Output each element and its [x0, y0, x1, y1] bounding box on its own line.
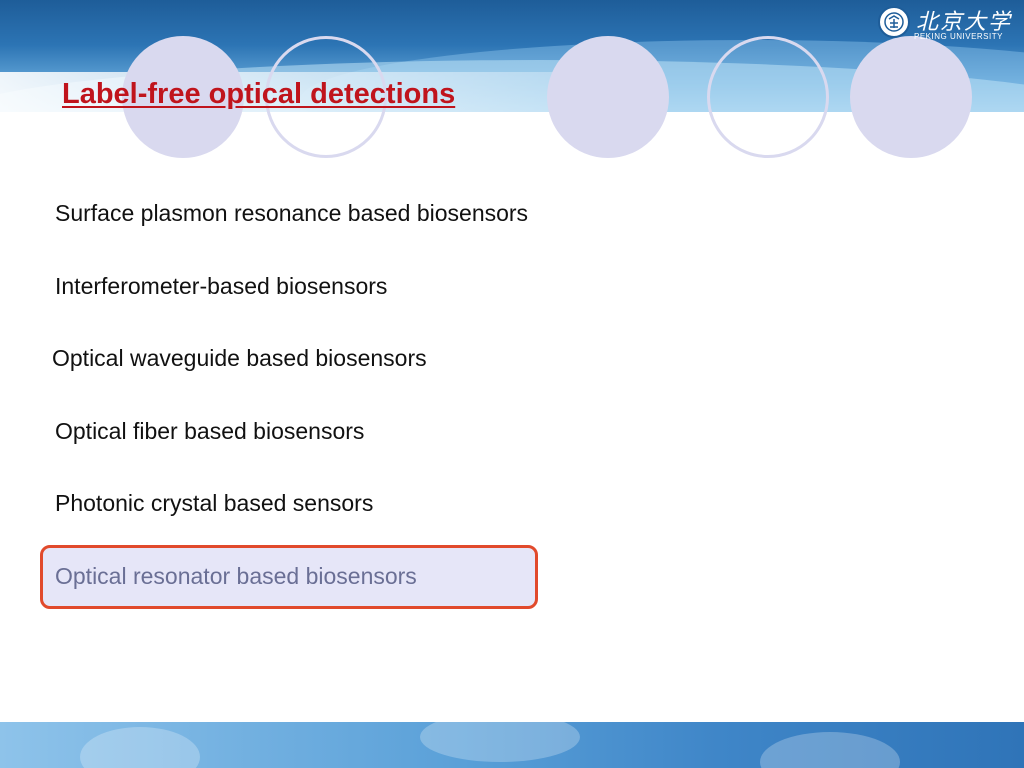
list-item: Optical fiber based biosensors — [55, 418, 365, 444]
slide-title: Label-free optical detections — [62, 78, 456, 110]
decorative-ring — [265, 36, 387, 158]
decorative-circle — [122, 36, 244, 158]
highlight-box — [40, 545, 538, 609]
university-logo: 北京大学 PEKING UNIVERSITY — [876, 2, 1024, 46]
university-name-chinese: 北京大学 — [916, 10, 1013, 35]
list-item-highlighted: Optical resonator based biosensors — [55, 563, 417, 589]
decorative-circle — [850, 36, 972, 158]
list-item: Surface plasmon resonance based biosenso… — [55, 200, 529, 226]
footer-band — [0, 722, 1024, 768]
university-name-english: PEKING UNIVERSITY — [914, 32, 1003, 41]
list-item: Photonic crystal based sensors — [55, 490, 374, 516]
list-item: Interferometer-based biosensors — [55, 273, 388, 299]
decorative-ring — [707, 36, 829, 158]
decorative-circle — [547, 36, 669, 158]
list-item: Optical waveguide based biosensors — [52, 345, 427, 371]
university-seal-icon — [878, 6, 910, 38]
